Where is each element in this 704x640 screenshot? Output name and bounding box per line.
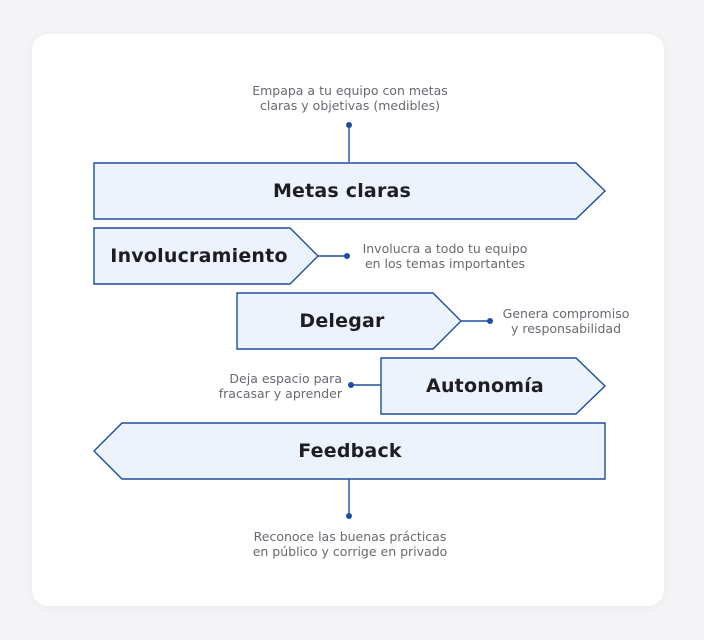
note-line: Genera compromiso xyxy=(502,306,630,321)
connector-dot-involucramiento xyxy=(344,253,350,259)
step-label-autonomia: Autonomía xyxy=(426,375,544,397)
step-shape-involucramiento xyxy=(93,227,319,285)
step-shape-delegar xyxy=(236,292,462,350)
note-line: Deja espacio para xyxy=(229,371,342,386)
step-note-autonomia: Deja espacio para fracasar y aprender xyxy=(219,371,342,401)
connector-dot-delegar xyxy=(487,318,493,324)
step-label-involucramiento: Involucramiento xyxy=(110,245,288,267)
step-label-feedback: Feedback xyxy=(298,440,402,462)
connector-dot-autonomia xyxy=(348,382,354,388)
step-note-involucramiento: Involucra a todo tu equipo en los temas … xyxy=(363,241,528,271)
note-line: Reconoce las buenas prácticas xyxy=(253,529,447,544)
step-note-feedback: Reconoce las buenas prácticas en público… xyxy=(253,529,448,559)
note-line: Involucra a todo tu equipo xyxy=(362,241,528,256)
note-line: en los temas importantes xyxy=(364,256,526,271)
connector-dot-metas-claras xyxy=(346,122,352,128)
step-label-delegar: Delegar xyxy=(299,310,385,332)
note-line: fracasar y aprender xyxy=(218,386,342,401)
note-line: Empapa a tu equipo con metas xyxy=(252,83,448,98)
step-note-delegar: Genera compromiso y responsabilidad xyxy=(503,306,630,336)
step-shape-metas-claras xyxy=(93,162,607,220)
connector-dot-feedback xyxy=(346,513,352,519)
step-note-metas-claras: Empapa a tu equipo con metas claras y ob… xyxy=(252,83,448,113)
note-line: y responsabilidad xyxy=(511,321,621,336)
step-shape-feedback xyxy=(93,422,606,480)
step-shape-autonomia xyxy=(380,357,607,415)
step-label-metas-claras: Metas claras xyxy=(272,180,412,202)
note-line: claras y objetivas (medibles) xyxy=(260,98,440,113)
note-line: en público y corrige en privado xyxy=(252,544,448,559)
